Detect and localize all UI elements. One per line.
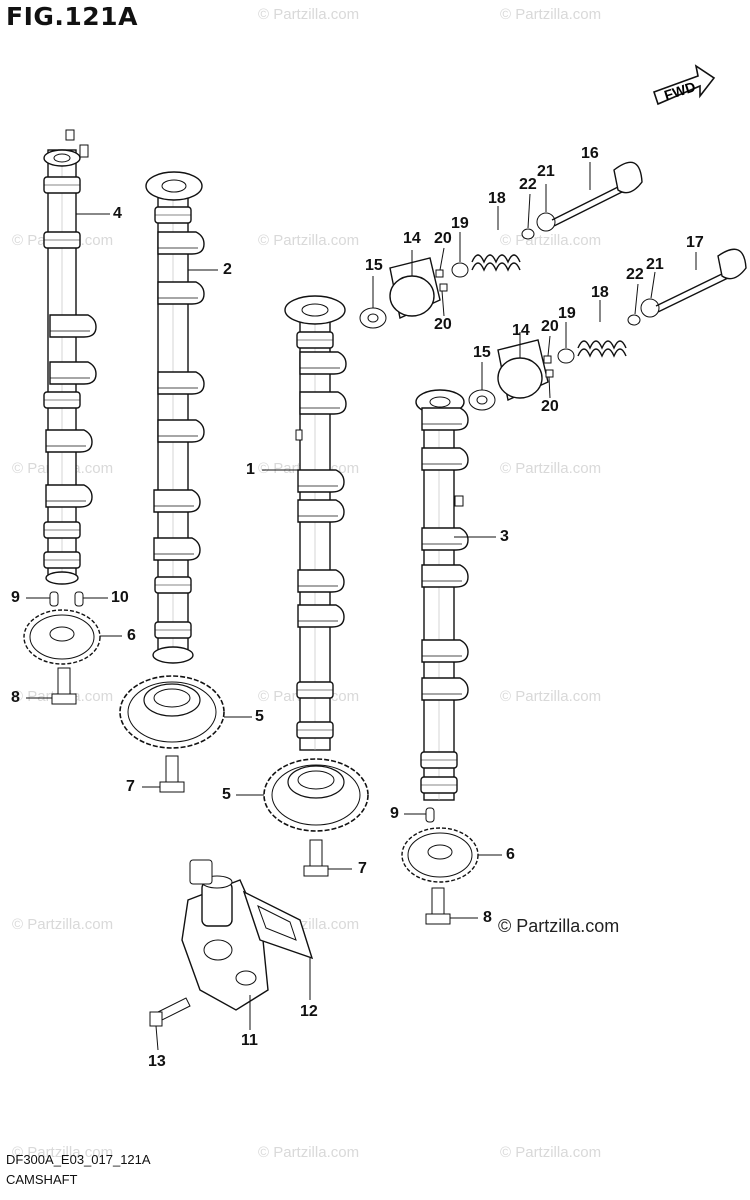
callout-19: 19 <box>451 215 469 232</box>
fwd-arrow-icon: FWD <box>652 64 716 106</box>
callout-20: 20 <box>434 230 452 247</box>
oil-control-valve-11 <box>181 859 269 1011</box>
leader-lines <box>26 162 697 1051</box>
callout-12: 12 <box>300 1003 318 1020</box>
callout-10: 10 <box>111 589 129 606</box>
callout-8: 8 <box>483 909 492 926</box>
callout-8: 8 <box>11 689 20 706</box>
callout-6: 6 <box>506 846 515 863</box>
callout-15: 15 <box>473 344 491 361</box>
callout-11: 11 <box>241 1032 258 1049</box>
watermark: © Partzilla.com <box>500 1144 602 1161</box>
callout-2: 2 <box>223 261 232 278</box>
sprocket-5-left <box>119 675 225 749</box>
callout-20: 20 <box>541 318 559 335</box>
watermark: © Partzilla.com <box>12 1144 114 1161</box>
callout-3: 3 <box>500 528 509 545</box>
callout-7: 7 <box>358 860 367 877</box>
sprocket-6-left <box>23 609 101 665</box>
watermark: © Partzilla.com <box>500 460 602 477</box>
callout-13: 13 <box>148 1053 166 1070</box>
pin-9-left <box>49 591 59 607</box>
callout-15: 15 <box>365 257 383 274</box>
callout-16: 16 <box>581 145 599 162</box>
callout-1: 1 <box>246 461 255 478</box>
figure-title: FIG.121A <box>6 2 138 31</box>
watermark: © Partzilla.com <box>500 688 602 705</box>
figure-name: CAMSHAFT <box>6 1172 78 1187</box>
callout-20: 20 <box>541 398 559 415</box>
camshaft-4 <box>43 129 97 585</box>
callout-14: 14 <box>512 322 530 339</box>
callout-18: 18 <box>591 284 609 301</box>
camshaft-2 <box>145 171 205 664</box>
callout-19: 19 <box>558 305 576 322</box>
callout-14: 14 <box>403 230 421 247</box>
fwd-label: FWD <box>662 78 697 103</box>
watermark: © Partzilla.com <box>258 232 360 249</box>
bolt-8-left <box>51 667 77 705</box>
callout-5: 5 <box>222 786 231 803</box>
watermark: © Partzilla.com <box>258 6 360 23</box>
camshaft-3 <box>415 389 469 801</box>
callout-7: 7 <box>126 778 135 795</box>
callout-20: 20 <box>434 316 452 333</box>
callout-9: 9 <box>11 589 20 606</box>
callout-21: 21 <box>537 163 555 180</box>
figure-code: DF300A_E03_017_121A <box>6 1152 151 1167</box>
callout-21: 21 <box>646 256 664 273</box>
watermark: © Partzilla.com <box>12 916 114 933</box>
bolt-13 <box>149 997 191 1027</box>
callout-18: 18 <box>488 190 506 207</box>
callout-9: 9 <box>390 805 399 822</box>
gasket-12 <box>242 890 314 960</box>
callout-5: 5 <box>255 708 264 725</box>
bolt-8-right <box>425 887 451 925</box>
watermark: © Partzilla.com <box>500 6 602 23</box>
callout-4: 4 <box>113 205 122 222</box>
camshaft-1 <box>284 295 347 751</box>
sprocket-6-right <box>401 827 479 883</box>
sprocket-5-right <box>263 758 369 832</box>
bolt-7-left <box>159 755 185 793</box>
pin-10 <box>74 591 84 607</box>
callout-22: 22 <box>626 266 644 283</box>
valve-assembly-upper <box>359 161 643 329</box>
valve-assembly-lower <box>468 248 747 411</box>
pin-9-right <box>425 807 435 823</box>
callout-22: 22 <box>519 176 537 193</box>
callout-6: 6 <box>127 627 136 644</box>
bolt-7-right <box>303 839 329 877</box>
watermark: © Partzilla.com <box>258 1144 360 1161</box>
callout-17: 17 <box>686 234 704 251</box>
credit-text: © Partzilla.com <box>498 916 620 936</box>
